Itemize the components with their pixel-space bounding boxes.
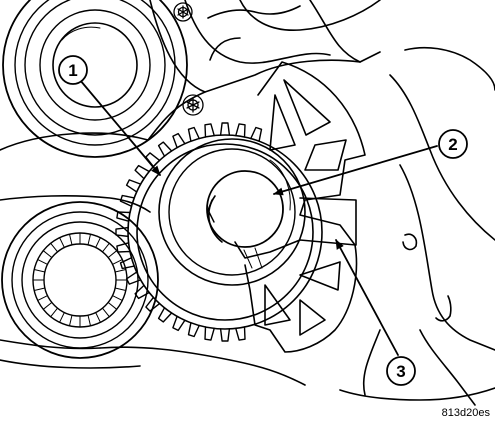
gear-tooth	[116, 211, 131, 222]
gear-tooth	[115, 226, 129, 238]
gear-tooth	[172, 132, 186, 149]
gear-tooth	[235, 123, 246, 138]
gear-tooth	[145, 296, 161, 312]
gear-tooth	[125, 271, 142, 285]
spline-tooth	[37, 295, 49, 301]
spline-tooth	[33, 287, 46, 291]
transmission-housing	[0, 0, 495, 406]
gear-tooth	[134, 164, 150, 180]
gear-tooth	[157, 141, 173, 157]
upper-bolt-icon	[173, 2, 193, 22]
gear-tooth	[134, 284, 150, 300]
spline-tooth	[33, 269, 46, 273]
spline-tooth	[87, 314, 91, 327]
gear-tooth	[235, 326, 246, 341]
gear-tooth	[250, 126, 263, 142]
spline-tooth	[95, 237, 101, 249]
leader-line-3	[335, 239, 399, 356]
gear-tooth	[119, 257, 135, 270]
speedometer-drive-gear	[115, 122, 323, 342]
callout-3-label: 3	[396, 362, 405, 381]
leader-line-1	[79, 79, 161, 176]
spline-tooth	[95, 311, 101, 323]
spline-tooth	[111, 295, 123, 301]
gear-tooth	[125, 179, 142, 193]
spline-tooth	[50, 242, 59, 253]
upper-bearing	[2, 0, 188, 158]
spline-tooth	[114, 269, 127, 273]
spline-tooth	[107, 250, 118, 259]
callout-1	[58, 55, 88, 85]
gear-tooth	[187, 322, 200, 338]
spline-tooth	[87, 233, 91, 246]
gear-tooth	[204, 123, 215, 138]
callout-2	[438, 129, 468, 159]
gear-tooth	[204, 326, 215, 341]
gear-tooth	[116, 242, 131, 253]
spline-tooth	[42, 250, 53, 259]
spline-tooth	[59, 237, 65, 249]
splined-shaft-bearing	[1, 201, 159, 359]
leader-line-2	[273, 145, 438, 196]
spline-tooth	[50, 307, 59, 318]
gear-tooth	[119, 194, 135, 207]
figure-code: 813d20es	[442, 407, 491, 419]
leader-lines	[79, 79, 438, 356]
spline-tooth	[59, 311, 65, 323]
callout-3	[386, 356, 416, 386]
gear-tooth	[157, 307, 173, 323]
spline-tooth	[42, 301, 53, 310]
callout-2-label: 2	[448, 135, 457, 154]
output-shaft-hub	[206, 170, 357, 269]
gear-tooth	[172, 315, 186, 332]
spline-tooth	[101, 307, 110, 318]
gear-tooth	[219, 328, 231, 342]
lower-bolt-icon	[182, 94, 204, 116]
spline-tooth	[37, 259, 49, 265]
spline-tooth	[107, 301, 118, 310]
gear-retaining-clip	[244, 61, 366, 353]
spline-tooth	[69, 314, 73, 327]
spline-tooth	[111, 259, 123, 265]
spline-tooth	[101, 242, 110, 253]
gear-tooth	[187, 126, 200, 142]
callout-1-label: 1	[68, 61, 77, 80]
gear-tooth	[219, 122, 231, 136]
spline-tooth	[69, 233, 73, 246]
spline-tooth	[114, 287, 127, 291]
